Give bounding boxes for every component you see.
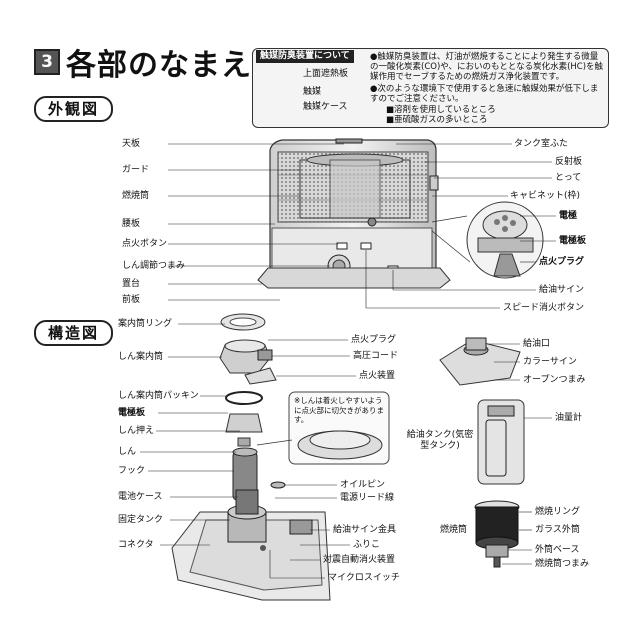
part-label: 給油口 — [523, 339, 551, 349]
part-label: 対震自動消火装置 — [323, 555, 396, 565]
part-label: 前板 — [122, 295, 141, 305]
part-label: 点火装置 — [359, 371, 396, 381]
title-text: 各部のなまえ — [66, 48, 252, 83]
section-number: 3 — [34, 49, 60, 75]
part-label: とって — [555, 173, 582, 183]
part-label: 天板 — [122, 139, 141, 149]
part-label: 外筒ベース — [535, 545, 580, 555]
part-label: しん案内筒パッキン — [118, 391, 199, 401]
part-label: オープンつまみ — [523, 375, 586, 385]
part-label: ガード — [122, 165, 150, 175]
electrode-inset — [431, 201, 544, 279]
part-label: 燃焼筒つまみ — [535, 559, 590, 569]
part-label: ガラス外筒 — [535, 525, 580, 535]
part-label: ふりこ — [353, 540, 381, 550]
part-label: 置台 — [122, 279, 141, 289]
burner-name-label: 燃焼筒 — [440, 525, 468, 535]
catalyst-info-header: 触媒防臭装置について — [256, 50, 354, 63]
part-label: 反射板 — [555, 157, 583, 167]
catalyst-note-2: ●次のような環境下で使用すると急速に触媒効果が低下しますのでご注意ください。 — [370, 84, 599, 104]
wick-assembly — [219, 313, 277, 508]
part-label: しん — [118, 447, 137, 457]
structure-heading: 構造図 — [34, 320, 114, 346]
part-label: 電極 — [559, 211, 578, 221]
part-label: マイクロスイッチ — [328, 573, 400, 583]
part-label: スピード消火ボタン — [503, 303, 585, 313]
wick-callout — [256, 391, 390, 465]
part-label: しん案内筒 — [118, 352, 164, 362]
base-tank — [171, 481, 331, 601]
part-label: 油量計 — [555, 413, 583, 423]
part-label: 触媒ケース — [303, 102, 348, 112]
part-label: 案内筒リング — [118, 319, 173, 329]
part-label: コネクタ — [118, 540, 154, 550]
supply-tank — [439, 337, 525, 485]
part-label: 点火プラグ — [351, 335, 397, 345]
heater-exterior — [257, 138, 451, 289]
burner-column — [474, 500, 520, 568]
part-label: 固定タンク — [118, 515, 164, 525]
leader-lines — [140, 143, 556, 579]
part-label: しん押え — [118, 426, 155, 436]
part-label: 触媒 — [303, 87, 322, 97]
part-label: 点火ボタン — [122, 239, 168, 249]
page-title: 3 各部のなまえ — [34, 44, 252, 83]
part-label: 電池ケース — [118, 492, 163, 502]
part-label: 電源リード線 — [340, 493, 395, 503]
part-label: タンク室ふた — [514, 139, 569, 149]
part-label: しん調節つまみ — [122, 261, 186, 271]
part-label: カラーサイン — [523, 357, 577, 367]
part-label: 給油サイン金具 — [333, 525, 397, 535]
part-label: 腰板 — [122, 219, 141, 229]
part-label: フック — [118, 466, 146, 476]
catalyst-note-item: ■溶剤を使用しているところ — [386, 105, 496, 115]
tank-name-label: 給油タンク(気密型タンク) — [406, 430, 474, 451]
part-label: 高圧コード — [353, 351, 399, 361]
part-label: 燃焼リング — [535, 507, 581, 517]
catalyst-note-1: ●触媒防臭装置は、灯油が燃焼することにより発生する微量の一酸化炭素(CO)や、に… — [370, 52, 604, 82]
part-label: キャビネット(枠) — [510, 191, 581, 201]
catalyst-note-item: ■亜硫酸ガスの多いところ — [386, 115, 488, 125]
wick-callout-text: ※しんは着火しやすいように点火部に切欠きがあります。 — [294, 396, 384, 424]
part-label: 点火プラグ — [539, 257, 585, 267]
part-label: 電極板 — [559, 236, 587, 246]
part-label: 給油サイン — [539, 285, 585, 295]
exterior-heading: 外観図 — [34, 96, 114, 122]
part-label: 電極板 — [118, 408, 146, 418]
part-label: 上面遮熱板 — [303, 69, 349, 79]
part-label: オイルピン — [340, 480, 386, 490]
part-label: 燃焼筒 — [122, 191, 150, 201]
